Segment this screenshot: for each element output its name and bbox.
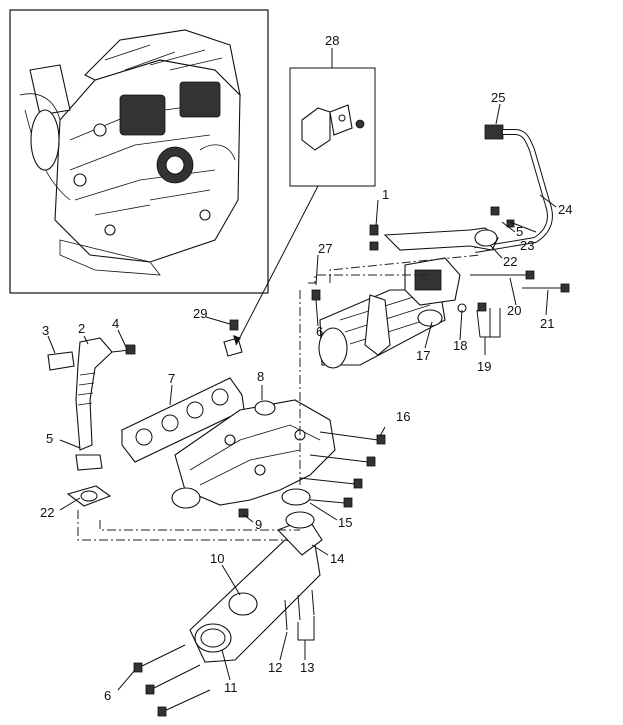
callout-27: 27 [318,241,332,256]
callout-18: 18 [453,338,467,353]
engine-illustration [19,29,241,276]
callout-29: 29 [193,306,207,321]
sensor-and-tube [474,124,553,253]
egr-pipe-left [47,337,136,507]
gasket-15 [281,488,311,506]
callout-21: 21 [540,316,554,331]
callout-16: 16 [396,409,410,424]
callout-13: 13 [300,660,314,675]
callout-8: 8 [257,369,264,384]
nut-part [355,119,365,129]
callout-19: 19 [477,359,491,374]
callout-5-lower: 5 [46,431,53,446]
engine-inset [9,9,269,294]
callout-labels: 28 25 1 5 24 23 22 27 6 29 20 21 18 17 1… [40,33,572,703]
pressure-sensor [484,124,504,140]
egr-cooler-assembly [318,227,499,369]
callout-11: 11 [224,680,238,695]
callout-20: 20 [507,303,521,318]
callout-7: 7 [168,371,175,386]
callout-12: 12 [268,660,282,675]
callout-9: 9 [255,517,262,532]
callout-24: 24 [558,202,572,217]
callout-4: 4 [112,316,119,331]
assembly-lines [77,254,481,541]
callout-22-upper: 22 [503,254,517,269]
callout-1: 1 [382,187,389,202]
callout-17: 17 [416,348,430,363]
callout-23: 23 [520,238,534,253]
detail-arrow [235,185,319,346]
detail-box-28 [289,67,376,187]
callout-25: 25 [491,90,505,105]
callout-6-upper: 6 [316,324,323,339]
callout-15: 15 [338,515,352,530]
callout-5-upper: 5 [516,224,523,239]
callout-3: 3 [42,323,49,338]
bracket-part [301,107,331,151]
callout-22-lower: 22 [40,505,54,520]
callout-10: 10 [210,551,224,566]
callout-14: 14 [330,551,344,566]
leader-lines [47,48,557,691]
callout-28: 28 [325,33,339,48]
lower-bolts [133,206,515,717]
callout-6-lower: 6 [104,688,111,703]
exhaust-manifold [171,399,336,509]
egr-pipe-lower [189,488,323,663]
callout-2: 2 [78,321,85,336]
